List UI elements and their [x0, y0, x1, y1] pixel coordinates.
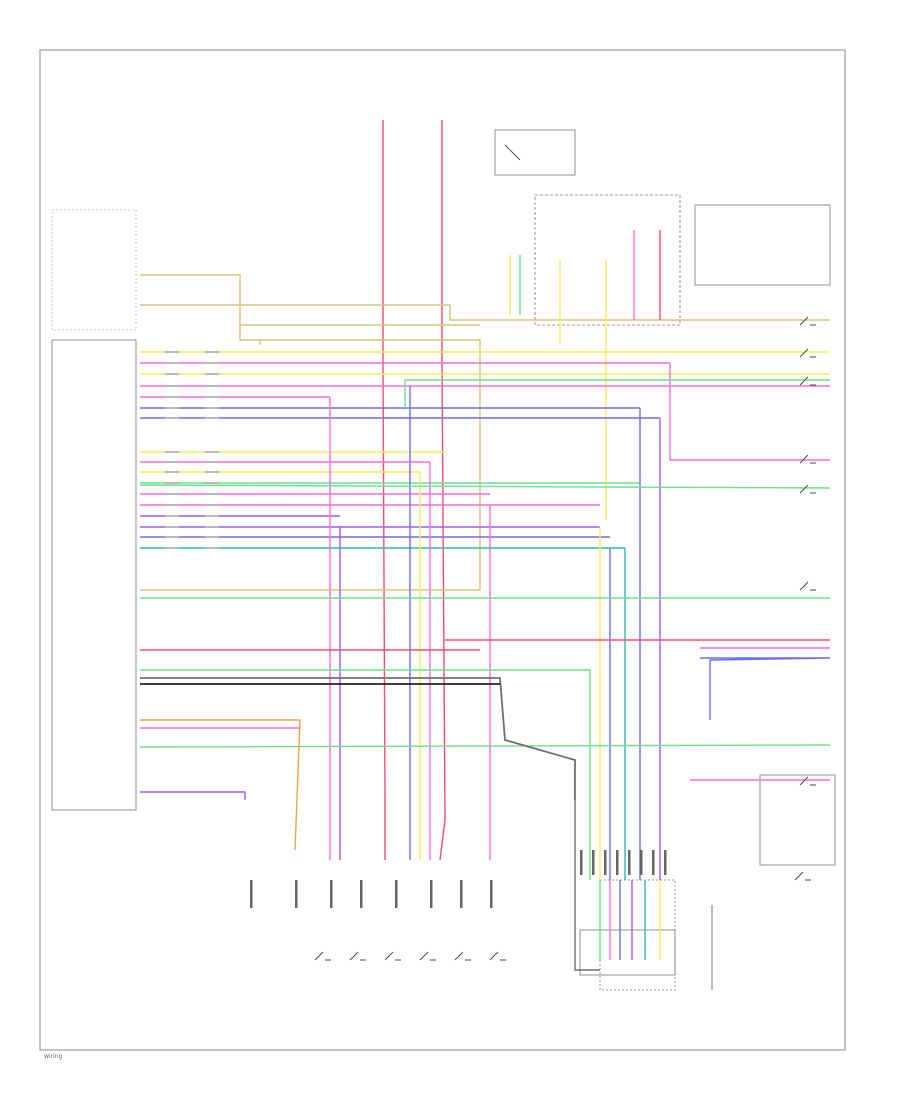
- center-connector-box: [534, 194, 681, 326]
- connector-pin-block-5: [628, 850, 631, 875]
- wire-red-trunk-a: [382, 120, 386, 860]
- bottom-pin-block-3: [330, 880, 333, 908]
- bottom-switch-symbol-3: [384, 951, 401, 961]
- switch-symbol-8: [799, 776, 816, 786]
- wire-label-mark-9: [205, 461, 219, 463]
- bottom-connector-box: [579, 929, 676, 976]
- wire-label-mark-10: [205, 471, 219, 473]
- right-switch-box: [759, 774, 836, 866]
- bottom-pin-block-5: [395, 880, 398, 908]
- relay-switch: [504, 144, 521, 161]
- wire-label-mark-7: [205, 417, 219, 419]
- wire-label-mark-3: [205, 373, 219, 375]
- bottom-pin-block-2: [295, 880, 298, 908]
- wire-color-mark-16: [165, 536, 179, 538]
- bottom-pin-block-6: [430, 880, 433, 908]
- wire-green-bottom: [139, 744, 831, 748]
- switch-symbol-3: [799, 376, 816, 386]
- wire-label-mark-16: [205, 536, 219, 538]
- wire-color-mark-15: [165, 526, 179, 528]
- marks-group: [165, 316, 816, 961]
- wire-color-mark-2: [165, 362, 179, 364]
- bottom-switch-symbol-4: [419, 951, 436, 961]
- bottom-pin-block-1: [250, 880, 253, 908]
- wire-label-mark-4: [205, 385, 219, 387]
- wire-label-mark-11: [205, 482, 219, 484]
- wires-group: [139, 120, 831, 990]
- wire-color-mark-12: [165, 493, 179, 495]
- wire-label-mark-6: [205, 407, 219, 409]
- switch-symbol-7: [794, 871, 811, 881]
- wire-label-mark-8: [205, 451, 219, 453]
- switch-symbol-4: [799, 454, 816, 464]
- bottom-switch-symbol-1: [314, 951, 331, 961]
- wire-color-mark-8: [165, 451, 179, 453]
- connector-pin-block-8: [664, 850, 667, 875]
- wire-pink-right: [669, 363, 830, 461]
- wire-label-mark-13: [205, 504, 219, 506]
- wire-label-mark-15: [205, 526, 219, 528]
- wire-label-mark-17: [205, 547, 219, 549]
- wire-green-488: [139, 484, 831, 489]
- bottom-connector-frame: [599, 879, 676, 991]
- wire-color-mark-5: [165, 396, 179, 398]
- corner-label: wiring: [44, 1053, 63, 1060]
- bottom-switch-symbol-2: [349, 951, 366, 961]
- wire-label-mark-1: [205, 351, 219, 353]
- connector-pin-block-7: [652, 850, 655, 875]
- wire-gray-bottom: [574, 800, 600, 971]
- switch-symbol-5: [799, 484, 816, 494]
- wire-color-mark-13: [165, 504, 179, 506]
- upper-module-box: [51, 209, 137, 331]
- connector-pin-block-2: [592, 850, 595, 875]
- connector-pin-block-1: [580, 850, 583, 875]
- wire-color-mark-3: [165, 373, 179, 375]
- connector-pin-block-6: [640, 850, 643, 875]
- bottom-pin-block-8: [490, 880, 493, 908]
- wire-color-mark-10: [165, 471, 179, 473]
- wire-color-mark-4: [165, 385, 179, 387]
- wire-color-mark-9: [165, 461, 179, 463]
- wire-color-mark-7: [165, 417, 179, 419]
- wire-purple-bottom: [140, 791, 246, 800]
- wire-color-mark-11: [165, 482, 179, 484]
- wire-color-mark-14: [165, 515, 179, 517]
- ground-block: [712, 905, 782, 915]
- control-module-box: [51, 339, 137, 811]
- wire-tan-loop: [140, 274, 481, 591]
- wire-red-trunk-b: [439, 120, 446, 861]
- wire-label-mark-12: [205, 493, 219, 495]
- wire-label-mark-2: [205, 362, 219, 364]
- bottom-switch-symbol-6: [489, 951, 506, 961]
- wire-tan-upper: [140, 304, 830, 321]
- connector-pin-block-4: [616, 850, 619, 875]
- wire-gray-harness: [140, 677, 576, 800]
- bottom-pin-block-7: [460, 880, 463, 908]
- wire-color-mark-6: [165, 407, 179, 409]
- bottom-switch-symbol-5: [454, 951, 471, 961]
- diagram-frame: [39, 49, 846, 1051]
- wire-green-lower: [140, 669, 591, 880]
- wire-orange-switch: [140, 719, 301, 851]
- right-motor-box: [694, 204, 831, 286]
- wire-label-mark-14: [205, 515, 219, 517]
- switch-symbol-2: [799, 348, 816, 358]
- wire-label-mark-5: [205, 396, 219, 398]
- bottom-pin-block-4: [360, 880, 363, 908]
- wire-blue-lower: [700, 657, 831, 720]
- switch-symbol-6: [799, 581, 816, 591]
- switch-symbol-1: [799, 316, 816, 326]
- connector-pin-block-3: [604, 850, 607, 875]
- wire-color-mark-1: [165, 351, 179, 353]
- wire-color-mark-17: [165, 547, 179, 549]
- relay-box: [494, 129, 576, 176]
